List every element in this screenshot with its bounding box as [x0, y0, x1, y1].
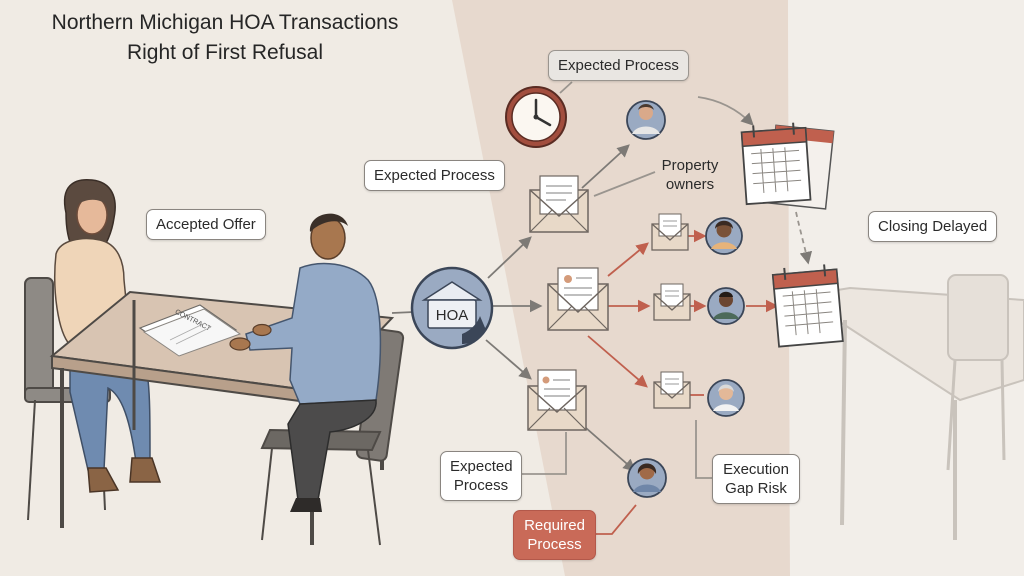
- faded-table: [797, 274, 1024, 540]
- woman-figure: [54, 178, 179, 493]
- envelope-icon: [529, 175, 589, 233]
- title-line-2: Right of First Refusal: [126, 41, 324, 64]
- contract-document: CONTRACT: [138, 304, 242, 357]
- envelope-icon: [653, 371, 691, 409]
- connectors: [391, 81, 813, 535]
- avatar-icon: [707, 379, 745, 417]
- execution-gap-risk-label: Execution Gap Risk: [712, 454, 800, 504]
- expected-process-mid-label: Expected Process: [364, 160, 505, 191]
- man-figure: [229, 213, 382, 512]
- title-line-1: Northern Michigan HOA Transactions: [51, 11, 399, 34]
- expected-process-bottom-line-2: Process: [453, 477, 509, 494]
- calendar-icon: [740, 122, 835, 210]
- envelope-icon: [651, 213, 689, 251]
- property-owners-line-1: Property: [661, 157, 719, 174]
- property-owners-label: Property owners: [652, 156, 728, 194]
- avatar-icon: [627, 458, 667, 498]
- required-process-line-2: Process: [527, 536, 582, 553]
- expected-process-bottom-line-1: Expected: [450, 458, 513, 475]
- avatar-icon: [707, 287, 745, 325]
- required-process-line-1: Required: [524, 517, 585, 534]
- avatar-icon: [626, 100, 666, 140]
- envelope-icon: [547, 267, 609, 331]
- envelope-icon: [527, 369, 587, 431]
- required-process-label: Required Process: [513, 510, 596, 560]
- expected-process-top-label: Expected Process: [548, 50, 689, 81]
- page-title: Northern Michigan HOA Transactions Right…: [20, 8, 430, 68]
- meeting-scene: CONTRACT: [24, 178, 405, 546]
- calendar-icon: [771, 264, 844, 348]
- accepted-offer-label: Accepted Offer: [146, 209, 266, 240]
- expected-process-bottom-label: Expected Process: [440, 451, 522, 501]
- hoa-label: HOA: [436, 307, 469, 324]
- avatar-icon: [705, 217, 743, 255]
- execution-gap-line-2: Gap Risk: [725, 480, 787, 497]
- right-faded-area: [788, 0, 1024, 576]
- execution-gap-line-1: Execution: [723, 461, 789, 478]
- property-owners-line-2: owners: [665, 176, 715, 193]
- hoa-icon: HOA: [410, 266, 494, 350]
- envelope-icon: [653, 283, 691, 321]
- closing-delayed-label: Closing Delayed: [868, 211, 998, 242]
- clock-icon: [505, 86, 567, 148]
